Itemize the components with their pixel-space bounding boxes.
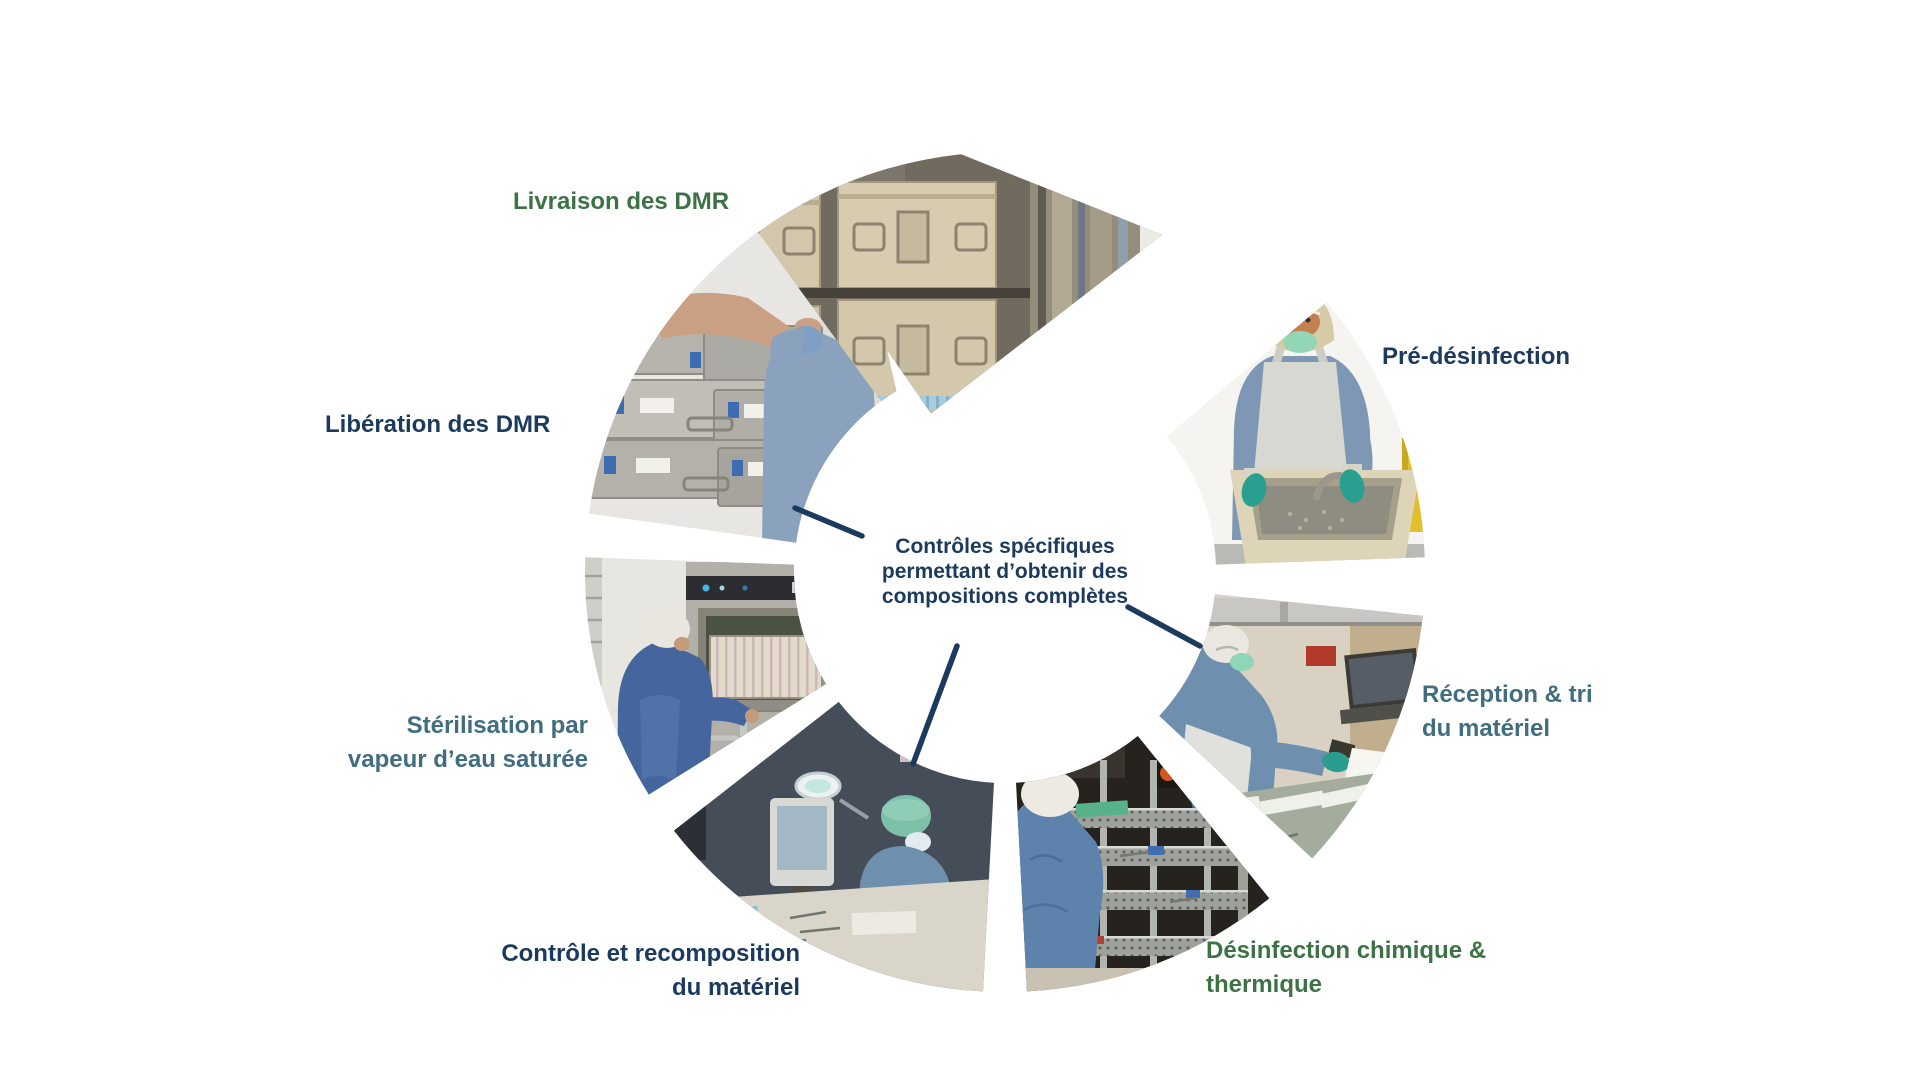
center-note: Contrôles spécifiques permettant d’obten… (881, 535, 1129, 608)
leader-line-liberation (792, 505, 865, 539)
label-sterilisation-vapeur: Stérilisation par vapeur d’eau saturée (347, 712, 588, 773)
photo-sterilisation-autoclave (585, 557, 826, 795)
label-pre-desinfection: Pré-désinfection (1382, 343, 1571, 370)
leader-lines (792, 505, 1203, 767)
label-livraison-des-dmr: Livraison des DMR (513, 188, 730, 215)
label-reception-tri: Réception & tri du matériel (1422, 681, 1593, 742)
label-controle-recomposition: Contrôle et recomposition du matériel (501, 940, 800, 1001)
label-desinfection-chimique-thermique: Désinfection chimique & thermique (1206, 937, 1487, 998)
leader-line-reception (1125, 604, 1203, 649)
label-liberation-des-dmr: Libération des DMR (325, 411, 551, 438)
leader-line-controle (910, 643, 960, 767)
photo-pre-desinfection-tub (1166, 302, 1425, 565)
